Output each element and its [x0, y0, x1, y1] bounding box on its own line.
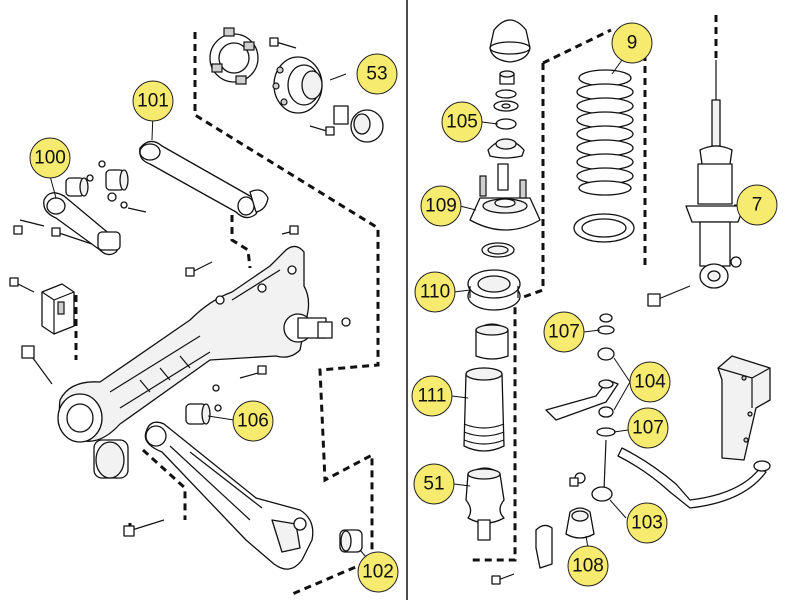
trailing-arm-bushing [93, 439, 129, 479]
callout-53: 53 [356, 53, 398, 95]
leader-103 [609, 499, 627, 519]
callout-100: 100 [29, 137, 71, 179]
callouts: 53 101 100 106 102 9 105 109 [29, 22, 778, 593]
callout-109: 109 [420, 185, 462, 227]
lower-arm-dashed-line [141, 448, 187, 520]
hub-nut [333, 105, 349, 125]
svg-text:7: 7 [752, 195, 763, 216]
leader-51 [453, 483, 471, 487]
callout-104: 104 [629, 361, 671, 403]
svg-text:102: 102 [362, 562, 394, 583]
bump-stop-cap [489, 19, 531, 63]
bump-stop-upper [475, 323, 509, 360]
svg-text:108: 108 [572, 556, 604, 577]
link-bushing-107b [596, 406, 616, 437]
wheel-hub [272, 56, 323, 114]
strut-mount-109 [469, 175, 541, 231]
left-panel [9, 27, 384, 597]
stub-axle [283, 313, 333, 343]
callout-103: 103 [626, 502, 668, 544]
callout-108: 108 [567, 545, 609, 587]
arm-bolts [13, 219, 93, 245]
spring-seat-ring [481, 242, 515, 258]
leader-100 [49, 175, 57, 199]
coil-spring [576, 69, 634, 196]
callout-9: 9 [611, 22, 653, 64]
leader-106 [207, 415, 235, 421]
leader-109 [459, 205, 477, 211]
lower-end-bushing [339, 529, 363, 553]
bump-stop-51 [465, 467, 505, 541]
svg-text:110: 110 [420, 282, 450, 303]
knuckle-bolts [185, 225, 351, 392]
leader-53 [329, 73, 347, 81]
leader-107b [613, 429, 629, 433]
callout-107a: 107 [543, 311, 585, 353]
svg-text:111: 111 [418, 386, 447, 407]
stabilizer-link-103 [569, 439, 613, 502]
leader-105 [481, 121, 499, 125]
upper-arm-bushing-2 [105, 169, 129, 191]
link-bushing-107a [597, 313, 615, 361]
hub-bolt-bottom [309, 125, 335, 136]
strut-sleeve [497, 163, 509, 191]
leader-107a [583, 329, 601, 333]
callout-110: 110 [414, 271, 456, 313]
svg-text:101: 101 [137, 91, 169, 112]
link-bracket-104 [545, 379, 619, 421]
spring-seat-lower [573, 213, 635, 243]
callout-106: 106 [232, 400, 274, 442]
stabilizer-bushing-108 [491, 507, 595, 585]
upper-control-arm [139, 140, 269, 219]
dust-boot-111 [463, 367, 505, 452]
long-bolt [21, 345, 53, 385]
stabilizer-bracket [717, 355, 771, 472]
hub-bolt-top [269, 37, 297, 49]
callout-51: 51 [413, 463, 455, 505]
callout-111: 111 [411, 375, 453, 417]
small-washers [86, 160, 147, 213]
callout-107b: 107 [627, 407, 669, 449]
assembly-dashed-link [230, 215, 252, 269]
right-panel [451, 15, 771, 585]
leader-9 [611, 59, 623, 75]
callout-105: 105 [441, 101, 483, 143]
bearing-110 [467, 269, 521, 311]
mounting-bracket [9, 277, 75, 335]
upper-arm-bushing-1 [65, 177, 89, 197]
washer-105 [493, 89, 519, 130]
top-nut [499, 70, 515, 85]
svg-text:106: 106 [237, 411, 269, 432]
leader-110 [453, 289, 471, 293]
leader-111 [451, 395, 469, 399]
svg-text:107: 107 [632, 418, 664, 439]
svg-text:109: 109 [425, 196, 457, 217]
svg-text:105: 105 [446, 112, 478, 133]
svg-text:100: 100 [34, 148, 66, 169]
lower-bolt [123, 519, 165, 537]
callout-101: 101 [132, 80, 174, 122]
svg-text:9: 9 [627, 33, 638, 54]
assembly-dashed-outline [193, 32, 380, 597]
trailing-arm [57, 245, 310, 443]
svg-text:103: 103 [631, 513, 663, 534]
strut-mount-top [487, 138, 525, 159]
svg-text:53: 53 [366, 64, 387, 85]
shock-absorber [685, 60, 745, 289]
callout-7: 7 [736, 184, 778, 226]
toe-control-arm [43, 192, 121, 256]
svg-text:104: 104 [634, 372, 666, 393]
shock-bolt [647, 256, 742, 307]
spring-dashed-top [542, 28, 612, 65]
abs-tone-ring [209, 27, 259, 85]
leader-104 [613, 357, 631, 411]
lower-control-arm [144, 421, 314, 570]
hub-cap [350, 109, 384, 143]
svg-text:51: 51 [423, 474, 444, 495]
lower-arm-bushing [185, 403, 222, 425]
svg-text:107: 107 [548, 322, 580, 343]
callout-102: 102 [357, 551, 399, 593]
